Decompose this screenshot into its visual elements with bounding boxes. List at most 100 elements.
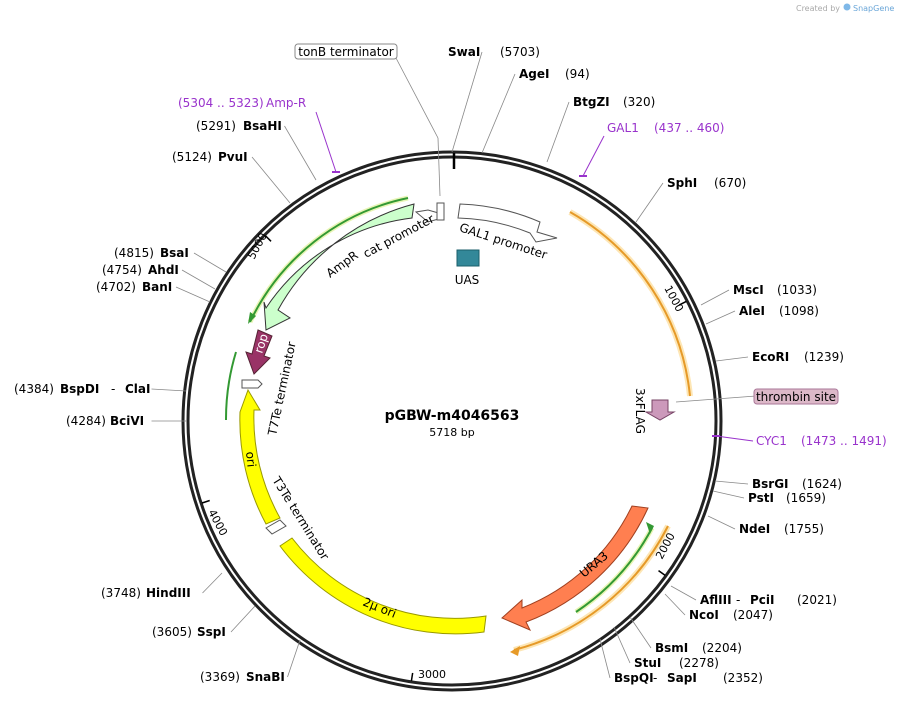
ampr-orf-arrowhead <box>248 312 256 324</box>
site-name: BsaI <box>160 246 189 260</box>
watermark-created-by: Created by <box>796 4 840 13</box>
primer-name: CYC1 <box>756 434 787 448</box>
uas-feature <box>456 249 480 267</box>
site-leader <box>635 182 664 223</box>
site-name: BciVI <box>110 414 144 428</box>
ori-label: ori <box>243 451 259 468</box>
site-name: BanI <box>142 280 172 294</box>
site-leader <box>151 388 187 392</box>
primer-sites: Amp-R(5304 .. 5323)GAL1(437 .. 460)CYC1(… <box>178 96 887 448</box>
tick-label: 3000 <box>418 668 446 681</box>
tonb-terminator-feature <box>436 202 445 221</box>
site-name: StuI <box>634 656 661 670</box>
site-position: (5703) <box>500 45 540 59</box>
site-position: (3748) <box>101 586 141 600</box>
site-position: (1239) <box>804 350 844 364</box>
site-position: (2021) <box>797 593 837 607</box>
site-leader <box>202 572 223 594</box>
site-name-2: ClaI <box>125 382 150 396</box>
site-name-2: SapI <box>667 671 697 685</box>
site-leader <box>712 490 745 499</box>
site-name-2: PciI <box>750 593 775 607</box>
site-position: (2204) <box>702 641 742 655</box>
site-name: PstI <box>748 491 774 505</box>
backbone-outer <box>186 155 718 687</box>
site-leader <box>181 269 216 290</box>
site-position: (1659) <box>786 491 826 505</box>
tonb-box <box>294 43 398 60</box>
site-position: (320) <box>623 95 655 109</box>
orange-orf-top-line <box>569 211 691 397</box>
site-position: (4284) <box>66 414 106 428</box>
thrombin-label: thrombin site <box>756 390 836 404</box>
site-name: NcoI <box>689 608 719 622</box>
site-name: EcoRI <box>752 350 789 364</box>
site-name: BtgZI <box>573 95 610 109</box>
site-position: (3605) <box>152 625 192 639</box>
site-leader <box>707 515 736 530</box>
site-leader <box>546 101 570 163</box>
site-leader <box>599 638 611 679</box>
site-leader <box>287 639 301 678</box>
flag-label: 3xFLAG <box>633 388 647 434</box>
site-name: BspDI <box>60 382 99 396</box>
t7te-terminator-feature <box>241 379 263 389</box>
site-position: (4754) <box>102 263 142 277</box>
gal1-promoter-feature <box>457 203 558 243</box>
site-leader <box>629 616 652 649</box>
tonb-label: tonB terminator <box>298 45 394 59</box>
plasmid-size: 5718 bp <box>429 426 474 439</box>
site-name: SwaI <box>448 45 480 59</box>
primer-range: (437 .. 460) <box>654 121 724 135</box>
site-separator: - <box>736 593 740 607</box>
primer-leader <box>315 111 337 173</box>
t3te-terminator-feature <box>265 519 287 535</box>
orange-orf-arrowhead <box>510 646 520 656</box>
site-name: SspI <box>197 625 226 639</box>
site-name: MscI <box>733 283 764 297</box>
plasmid-name: pGBW-m4046563 <box>385 408 520 424</box>
site-position: (2047) <box>733 608 773 622</box>
site-leader <box>193 252 227 273</box>
ura3-orf-line <box>575 527 653 613</box>
tick-mark <box>658 569 666 576</box>
two-micron-ori-feature <box>279 537 487 635</box>
site-leader <box>613 626 631 664</box>
thrombin-box <box>753 388 839 405</box>
ampr-feature <box>263 203 415 331</box>
primer-leader <box>715 435 754 442</box>
site-position: (1033) <box>777 283 817 297</box>
site-leader <box>670 585 697 601</box>
site-position: (3369) <box>200 670 240 684</box>
flag-feature <box>644 399 676 421</box>
t7te-terminator-label: T7Te terminator <box>265 341 299 438</box>
site-leader <box>700 289 730 306</box>
site-name: HindIII <box>146 586 191 600</box>
site-position: (670) <box>714 176 746 190</box>
ura3-orf-arrowhead <box>646 522 654 534</box>
rop-feature <box>245 329 273 375</box>
site-leader <box>481 73 516 154</box>
site-leader <box>284 125 317 181</box>
site-position: (1755) <box>784 522 824 536</box>
snapgene-logo-icon <box>843 3 851 11</box>
site-leader <box>714 480 749 485</box>
site-name: SphI <box>667 176 697 190</box>
ori-feature <box>239 388 281 525</box>
site-name: BsrGI <box>752 477 789 491</box>
site-leader <box>715 356 749 362</box>
site-position: (1624) <box>802 477 842 491</box>
rop-label: rop <box>252 332 271 355</box>
tick-mark <box>410 672 414 681</box>
site-name: AflIII <box>700 593 732 607</box>
site-name: AhdI <box>148 263 179 277</box>
orange-orf-bottom-line <box>513 525 669 651</box>
site-name: BsmI <box>655 641 688 655</box>
rop-orf-line <box>224 351 237 421</box>
primer-range: (5304 .. 5323) <box>178 96 264 110</box>
site-leader <box>230 605 256 633</box>
uas-label: UAS <box>455 273 480 287</box>
tick-mark <box>201 499 210 504</box>
site-leader <box>664 593 686 616</box>
